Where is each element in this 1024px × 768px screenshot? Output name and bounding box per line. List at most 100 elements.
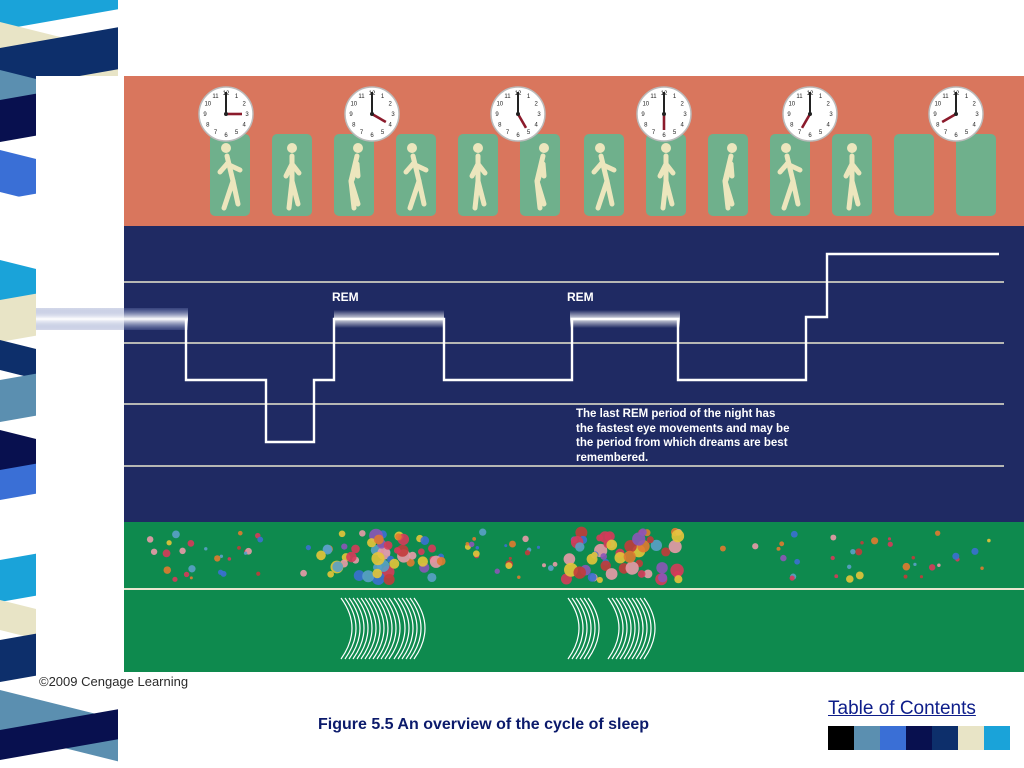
svg-text:7: 7 <box>360 130 364 136</box>
eye-movement-dot <box>987 538 991 543</box>
eye-movement-dot <box>517 575 521 579</box>
eye-movement-dot <box>623 550 636 563</box>
eye-movement-arc <box>372 597 385 660</box>
eye-movement-dot <box>227 557 232 561</box>
svg-text:10: 10 <box>496 102 503 108</box>
eye-movement-dot <box>776 546 781 551</box>
eye-movement-arc <box>356 597 369 660</box>
svg-text:8: 8 <box>498 123 502 129</box>
eye-movement-dot <box>346 551 357 563</box>
svg-text:9: 9 <box>933 112 937 118</box>
eye-movement-dot <box>472 550 480 558</box>
eye-movement-dot <box>172 576 178 582</box>
sleeping-figure <box>777 143 803 211</box>
stage-gridlines <box>124 281 1004 467</box>
eye-movement-dot <box>465 541 470 546</box>
eye-movement-dot <box>646 536 654 544</box>
eye-movement-dot <box>752 543 759 550</box>
svg-text:3: 3 <box>537 112 541 118</box>
eye-movement-arc <box>583 597 596 660</box>
eye-movement-dot <box>625 561 639 575</box>
eye-movement-dot <box>650 539 663 552</box>
svg-text:7: 7 <box>214 130 218 136</box>
eye-movement-dot <box>846 575 854 583</box>
eye-movement-dot <box>596 534 604 542</box>
eye-movement-dot <box>341 543 348 550</box>
eye-movement-dot <box>911 555 916 560</box>
eye-movement-dot <box>300 569 307 577</box>
svg-text:2: 2 <box>681 102 685 108</box>
table-of-contents-link[interactable]: Table of Contents <box>828 698 976 719</box>
sleeping-figure <box>722 143 737 211</box>
svg-text:6: 6 <box>516 133 520 139</box>
bed <box>894 134 934 216</box>
eye-movement-dot <box>850 549 856 555</box>
eye-movement-dot <box>790 530 798 538</box>
eye-movement-arc <box>587 597 600 660</box>
eye-movement-dot <box>552 561 558 567</box>
eye-movement-dot <box>575 526 588 539</box>
rem-note-line: remembered. <box>576 452 648 464</box>
svg-text:2: 2 <box>973 102 977 108</box>
sleeping-figure <box>217 143 243 211</box>
eye-movement-arcs-panel <box>124 588 1024 672</box>
eye-movement-arc <box>579 597 592 660</box>
eye-movement-dot <box>536 545 541 549</box>
eye-movement-dot <box>505 562 513 570</box>
figure-drawing: REM REM The last REM period of the night… <box>36 86 1004 660</box>
svg-text:3: 3 <box>975 112 979 118</box>
eye-movement-dot <box>359 530 366 537</box>
eye-movement-dot <box>243 551 248 555</box>
eye-movement-arc <box>384 597 397 660</box>
eye-movement-dot <box>952 552 960 560</box>
rem-label: REM <box>567 290 594 304</box>
eye-movement-dot <box>475 545 480 550</box>
eye-movement-dot <box>150 548 158 555</box>
eye-movement-dot <box>834 574 839 579</box>
svg-text:10: 10 <box>788 102 795 108</box>
svg-text:4: 4 <box>389 123 393 129</box>
eye-movement-dot <box>479 528 487 536</box>
eye-movement-arc <box>611 597 624 660</box>
eye-movement-dot <box>887 537 892 541</box>
svg-text:9: 9 <box>203 112 207 118</box>
eye-movement-dot <box>508 556 512 560</box>
eye-movement-dot <box>351 544 360 554</box>
svg-text:4: 4 <box>243 123 247 129</box>
color-swatch <box>906 726 932 750</box>
eye-movement-dot <box>327 570 334 578</box>
eye-movement-dot <box>179 547 186 555</box>
eye-movement-dots-panel <box>124 522 1024 588</box>
svg-text:5: 5 <box>527 130 531 136</box>
eye-movement-dot <box>871 537 879 545</box>
svg-text:2: 2 <box>535 102 539 108</box>
eye-movement-arc <box>393 597 406 660</box>
figure-caption: Figure 5.5 An overview of the cycle of s… <box>318 716 650 733</box>
eye-movement-dot <box>600 553 608 560</box>
clocks-group: 1234567891011121234567891011121234567891… <box>198 86 984 142</box>
eye-movement-arc <box>376 597 389 660</box>
eye-movement-dot <box>573 566 586 579</box>
eye-movement-dot <box>779 541 785 547</box>
eye-movement-dot <box>643 569 653 579</box>
rem-note-line: the fastest eye movements and may be <box>576 423 789 435</box>
eye-movement-dot <box>542 563 547 568</box>
eye-movement-dot <box>305 545 311 551</box>
eye-movement-dot <box>605 568 618 580</box>
eye-movement-dot <box>367 538 377 548</box>
eye-movement-dot <box>928 564 936 571</box>
eye-movement-dot <box>780 554 787 562</box>
eye-movement-arc <box>623 597 636 660</box>
svg-text:10: 10 <box>934 102 941 108</box>
eye-movement-dot <box>396 544 409 557</box>
eye-movement-dot <box>504 544 508 548</box>
eye-movement-dot <box>362 570 375 583</box>
eye-movement-dot <box>830 555 835 561</box>
svg-text:1: 1 <box>235 94 239 100</box>
eye-movement-dot <box>163 566 172 574</box>
eye-movement-dot <box>371 551 385 566</box>
eye-movement-dot <box>661 547 671 557</box>
svg-text:2: 2 <box>243 102 247 108</box>
eye-movement-dot <box>420 536 430 545</box>
